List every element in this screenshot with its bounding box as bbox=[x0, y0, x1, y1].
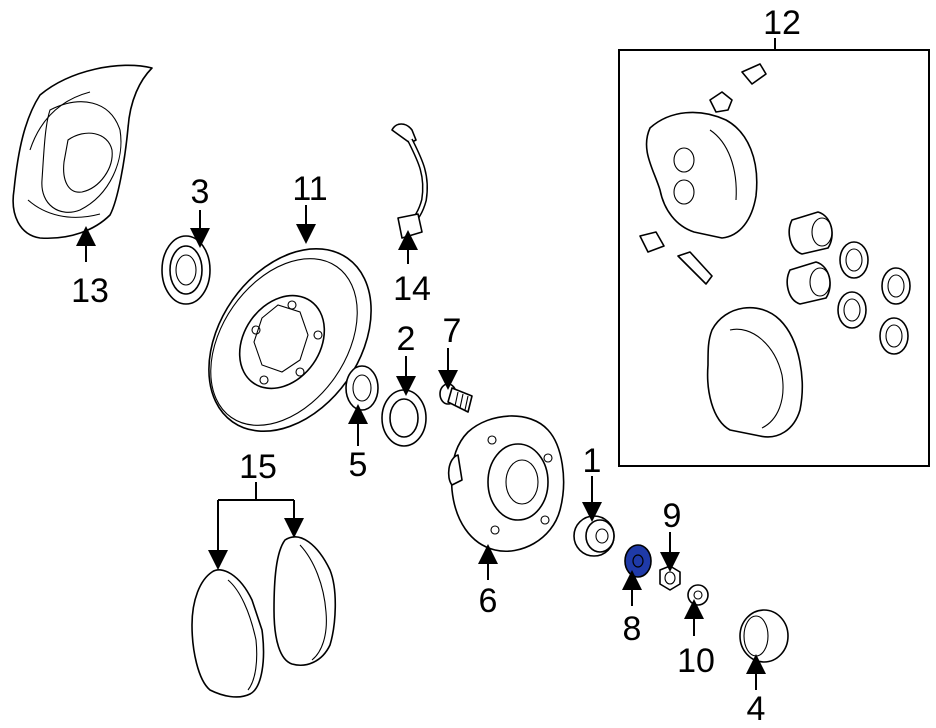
part-3-seal[interactable] bbox=[161, 235, 211, 305]
part-2-seal[interactable] bbox=[381, 389, 427, 447]
callout-4: 4 bbox=[747, 690, 766, 728]
callout-7: 7 bbox=[443, 312, 462, 350]
part-1-outer-bearing[interactable] bbox=[573, 515, 615, 557]
callout-3: 3 bbox=[191, 173, 210, 211]
part-7-wheel-stud[interactable] bbox=[439, 383, 473, 413]
highlighted-washer bbox=[624, 544, 652, 578]
callout-8: 8 bbox=[623, 610, 642, 648]
part-15-brake-pads[interactable] bbox=[191, 536, 337, 698]
part-13-dust-shield[interactable] bbox=[12, 64, 153, 240]
callout-11: 11 bbox=[292, 170, 327, 208]
part-9-nut[interactable] bbox=[659, 565, 681, 591]
callout-6: 6 bbox=[479, 582, 498, 620]
part-6-hub[interactable] bbox=[447, 415, 565, 552]
callout-1: 1 bbox=[583, 442, 602, 480]
callout-2: 2 bbox=[397, 320, 416, 358]
part-11-rotor[interactable] bbox=[175, 218, 404, 462]
callout-10: 10 bbox=[677, 642, 715, 680]
callout-15: 15 bbox=[239, 448, 277, 486]
leader-lines bbox=[76, 38, 776, 690]
callout-5: 5 bbox=[349, 446, 368, 484]
part-14-brake-hose[interactable] bbox=[391, 123, 428, 239]
part-8-washer[interactable] bbox=[624, 544, 652, 578]
part-4-dust-cap[interactable] bbox=[739, 609, 789, 663]
callout-9: 9 bbox=[663, 497, 682, 535]
part-5-inner-bearing[interactable] bbox=[345, 365, 379, 411]
callout-12: 12 bbox=[763, 4, 801, 42]
callout-13: 13 bbox=[71, 272, 109, 310]
part-12-caliper-group[interactable] bbox=[618, 49, 930, 467]
callout-14: 14 bbox=[393, 270, 431, 308]
callout-labels: 1 2 3 4 5 6 7 8 9 10 11 12 13 14 15 bbox=[71, 4, 801, 728]
part-10-washer[interactable] bbox=[687, 584, 709, 606]
